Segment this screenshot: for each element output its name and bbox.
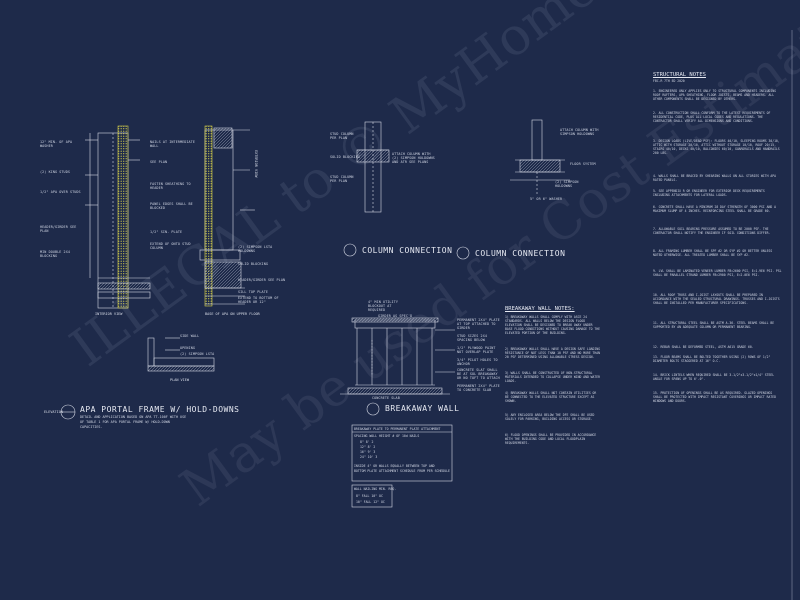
apa-subtitle-1: DETAIL AND APPLICATION BASED ON APA TT-1…: [80, 415, 187, 419]
apa-mid-note-6: EXTEND OF ONTO STUD COLUMN: [150, 242, 193, 251]
interior-view-drawing: [85, 125, 151, 309]
apa-mid-note-1: NAILS AT INTERMEDIATE WALL: [150, 140, 198, 149]
apa-mid-note-10: SILL TOP PLATE: [238, 290, 268, 294]
apa-note-3: 1/2" APA OVER STUDS: [40, 190, 81, 194]
apa-mid-note-11: EXTEND TO BOTTOM OF HEADER OR 12": [238, 296, 281, 305]
column-connection-2-title: COLUMN CONNECTION: [475, 249, 566, 258]
table-row: 16" 9' 3: [360, 450, 376, 454]
wall-note-1: INSIDE 4" OR WALLS EQUALLY BETWEEN TOP A…: [354, 464, 435, 468]
apa-mid-note-9: HEADER/GIRDER SEE PLAN: [238, 278, 286, 282]
structural-note: 1. ENGINEERED ONLY APPLIES ONLY TO STRUC…: [653, 89, 776, 101]
structural-note: 10. ALL ROOF TRUSS AND I-JOIST LAYOUTS S…: [653, 293, 780, 305]
apa-note-1: 12" MIN. OF APA WASHER: [40, 140, 75, 149]
apa-title: APA PORTAL FRAME W/ HOLD-DOWNS: [80, 405, 240, 414]
structural-note: 8. ALL FRAMING LUMBER SHALL BE SPF #2 OR…: [653, 249, 773, 257]
apa-mid-note-8: SOLID BLOCKING: [238, 262, 268, 266]
breakaway-notes-para: 3) WALLS SHALL BE CONSTRUCTED OF NON-STR…: [505, 371, 600, 383]
breakaway-note-2: STUD SIZES 2X4 SPACING BELOW: [457, 334, 490, 343]
apa-mid-note-4: PANEL EDGES SHALL BE BLOCKED: [150, 202, 195, 211]
plan-note-3: (2) SIMPSON LSTA: [180, 352, 215, 356]
concrete-slab-label: CONCRETE SLAB: [372, 396, 400, 400]
apa-note-2: (2) KING STUDS: [40, 170, 70, 174]
structural-note: 12. REBAR SHALL BE DEFORMED STEEL, ASTM …: [653, 345, 754, 349]
apa-mid-note-2: SEE PLAN: [150, 160, 168, 164]
breakaway-notes-heading: BREAKAWAY WALL NOTES:: [505, 306, 575, 312]
nails-row: 10" FALL 12" OC: [356, 500, 385, 504]
table-row: 8" 8' 2: [360, 440, 374, 444]
breakaway-note-5: CONCRETE SLAT SHALL BE AT SOL BREAKAWAY …: [457, 368, 500, 381]
structural-note: 7. ALLOWABLE SOIL BEARING PRESSURE ASSUM…: [653, 227, 771, 235]
col1-note-1: STUD COLUMN PER PLAN: [330, 132, 356, 141]
breakaway-wall-title: BREAKAWAY WALL: [385, 404, 460, 413]
column-connection-1-drawing: [343, 121, 390, 257]
table-title: BREAKAWAY PLATE TO PERMANENT PLATE ATTAC…: [354, 427, 441, 431]
col1-note-4: ATTACH COLUMN WITH (2) SIMPSON HOLDOWNS …: [392, 152, 437, 165]
breakaway-note-3: 1/2" PLYWOOD PAINT NOT OVERLAP PLATE: [457, 346, 498, 355]
nails-row: 8" FALL 10" OC: [356, 494, 383, 498]
structural-note: 4. WALLS SHALL BE BRACED BY SHEARING WAL…: [653, 174, 776, 182]
structural-note: 2. ALL CONSTRUCTION SHALL CONFORM TO THE…: [653, 111, 771, 123]
plan-note-2: OPENING: [180, 346, 195, 350]
breakaway-notes-para: 5) ANY ENCLOSED AREA BELOW THE DFE SHALL…: [505, 413, 595, 421]
exterior-view-drawing: [199, 125, 255, 307]
structural-note: 14. BRICK LINTELS WHEN REQUIRED SHALL BE…: [653, 373, 775, 381]
breakaway-top-note: 4" MIN UTILITY BLOCKOUT AT REQUIRED: [368, 300, 401, 313]
table-row: 24" 10' 3: [360, 455, 378, 459]
exterior-view-label: EXTERIOR VIEW: [254, 150, 258, 178]
girder-label: GIRDER AS SPEC'D: [378, 314, 413, 318]
structural-notes-heading: STRUCTURAL NOTES: [653, 72, 706, 78]
structural-note: 5. SEE APPENDIX R OR ENGINEER FOR EXTERI…: [653, 189, 765, 197]
structural-note: 15. PROTECTION OF OPENINGS SHALL BE AS R…: [653, 391, 776, 403]
plan-note-1: SIDE WALL: [180, 334, 200, 338]
apa-note-4: HEADER/GIRDER SEE PLAN: [40, 225, 79, 234]
apa-mid-note-7: (2) SIMPSON LSTA HOLDOWNS: [238, 245, 275, 254]
breakaway-notes-para: 1) BREAKAWAY WALLS SHALL COMPLY WITH ASC…: [505, 315, 600, 335]
breakaway-wall-drawing: [340, 317, 455, 416]
breakaway-note-4: 3/4" PILOT HOLES TO ANCHOR: [457, 358, 500, 367]
column-connection-1-title: COLUMN CONNECTION: [362, 246, 453, 255]
apa-note-5: MIN DOUBLE 2X4 BLOCKING: [40, 250, 73, 259]
table-row: 12" 8' 2: [360, 445, 376, 449]
breakaway-notes-para: 4) BREAKAWAY WALLS SHALL NOT CONTAIN UTI…: [505, 391, 597, 403]
breakaway-note-1: PERMANENT 2X4" PLATE AT TOP ATTACHED TO …: [457, 318, 502, 331]
interior-view-label: INTERIOR VIEW: [95, 312, 123, 316]
nails-title: WALL NAILING MIN. REQ.: [354, 487, 397, 491]
col2-note-1: ATTACH COLUMN WITH SIMPSON HOLDOWNS: [560, 128, 601, 137]
plan-view-label: PLAN VIEW: [170, 378, 189, 382]
elevation-label: ELEVATION: [44, 410, 63, 414]
breakaway-notes-para: 2) BREAKAWAY WALLS SHALL HAVE A DESIGN S…: [505, 347, 600, 359]
apa-subtitle-3: CAPACITIES.: [80, 425, 103, 429]
col2-note-3: (2) SIMPSON HOLDOWNS: [555, 180, 581, 189]
structural-note: 13. FLOOR BEAMS SHALL BE BOLTED TOGETHER…: [653, 355, 771, 363]
base-label: BASE OF APA ON UPPER FLOOR: [205, 312, 260, 316]
structural-note: 6. CONCRETE SHALL HAVE A MINIMUM 28 DAY …: [653, 205, 776, 213]
col1-note-2: SOLID BLOCKING: [330, 155, 360, 159]
structural-note: 11. ALL STRUCTURAL STEEL SHALL BE ASTM A…: [653, 321, 775, 329]
wall-note-2: BOTTOM PLATE ATTACHMENT SCHEDULE FROM PE…: [354, 469, 450, 473]
apa-subtitle-2: OF TABLE 1 FOR APA PORTAL FRAME W/ HOLD-…: [80, 420, 170, 424]
breakaway-notes-para: 6) FLOOD OPENINGS SHALL BE PROVIDED IN A…: [505, 433, 597, 445]
apa-mid-note-5: 1/2" SIN. PLATE: [150, 230, 183, 234]
structural-note: 9. LVL SHALL BE LAMINATED VENEER LUMBER …: [653, 269, 782, 277]
col2-note-4: 5" OR 6" WASHER: [530, 197, 563, 201]
structural-notes-subheading: FBC-R 7TH ED 2020: [653, 79, 685, 83]
structural-note: 3. DESIGN LOADS (LIVE/DEAD PSF): FLOORS …: [653, 139, 780, 155]
breakaway-note-6: PERMANENT 2X4" PLATE TO CONCRETE SLAB: [457, 384, 502, 393]
apa-mid-note-3: FASTEN SHEATHING TO HEADER: [150, 182, 193, 191]
col1-note-3: STUD COLUMN PER PLAN: [330, 175, 356, 184]
plan-view-drawing: [147, 337, 215, 372]
table-header: SPACING WALL HEIGHT # OF 10d NAILS: [354, 434, 420, 438]
col2-note-2: FLOOR SYSTEM: [570, 162, 596, 166]
column-connection-2-drawing: [456, 119, 570, 260]
